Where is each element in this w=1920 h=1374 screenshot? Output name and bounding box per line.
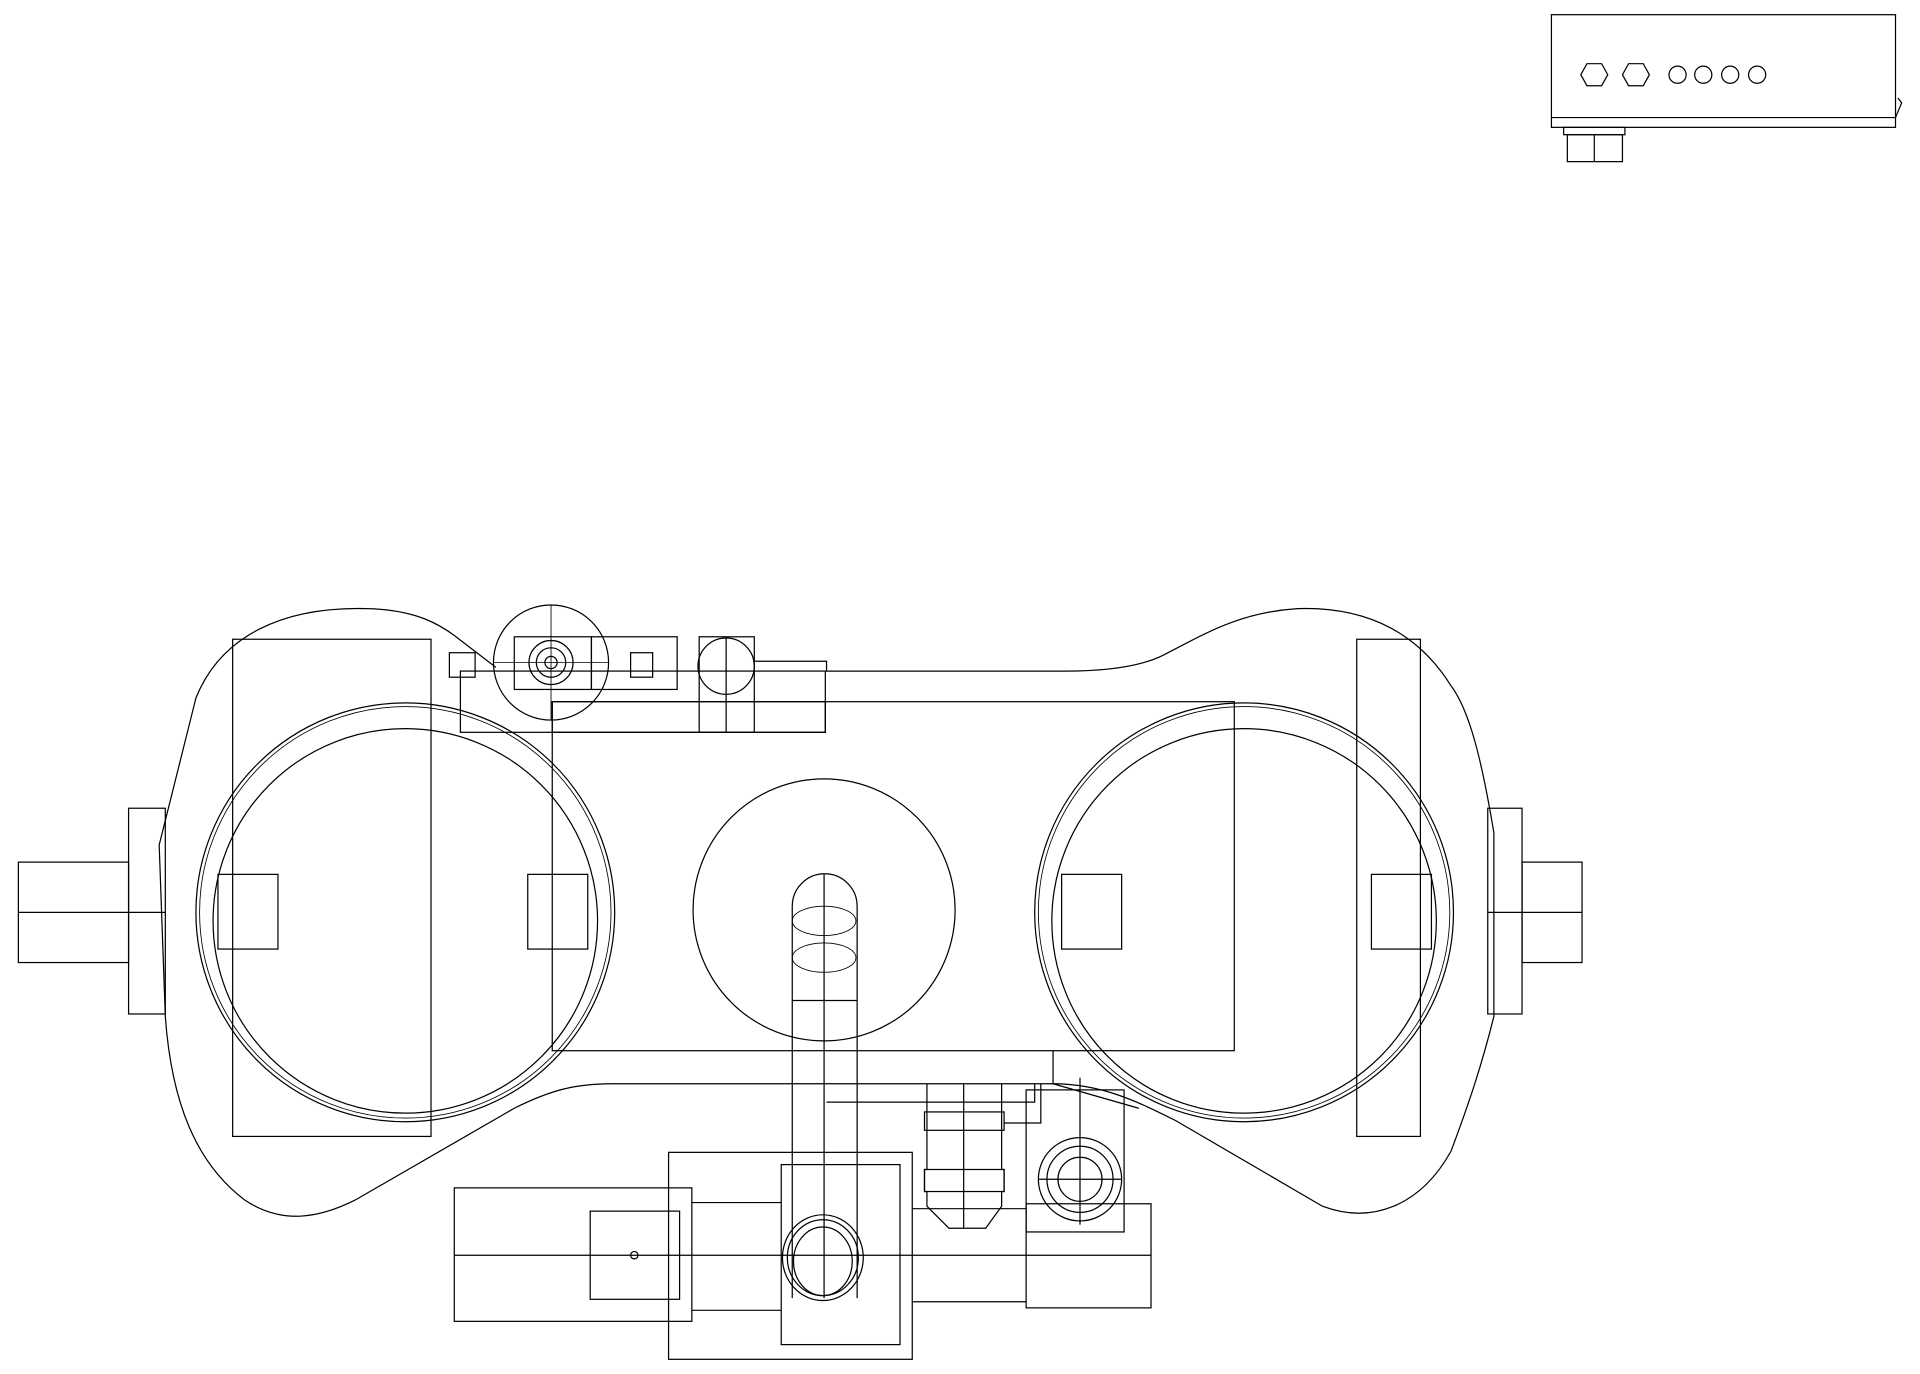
right-shaft-collar [1487,807,1523,1015]
hole-4 [1747,65,1767,84]
main-assembly [17,604,1583,1360]
right-block-2 [1370,873,1433,950]
right-fitting-block [1025,1203,1152,1309]
left-roller-mid [199,706,612,1119]
hole-3 [1721,65,1740,84]
top-link [448,652,476,678]
right-roller-inner [1051,728,1437,1114]
top-bracket-inner [551,701,826,733]
right-block-1 [1061,873,1123,950]
bottom-port-outer [781,1214,864,1302]
left-roller-outer [195,702,616,1123]
left-block-1 [217,873,279,950]
right-roller-outer [1034,702,1455,1123]
right-fitting-top [1025,1089,1125,1233]
left-shaft-collar [127,807,166,1015]
center-slot [791,873,858,1299]
box-body [1550,14,1897,128]
pipe-bracket [826,1083,1042,1124]
hole-2 [1694,65,1713,84]
top-small-block [630,652,654,678]
top-pulley-box [513,636,593,691]
box-latch [1894,97,1903,118]
right-roller-mid [1037,706,1451,1119]
center-frame [551,701,1235,1052]
left-block-2 [527,873,589,950]
right-plate [1356,638,1422,1138]
top-pulley-hub [528,639,574,686]
left-plate [232,638,432,1138]
side-view-box [1550,14,1903,163]
body-outline [158,607,1495,1217]
box-foot [1563,126,1626,136]
hex-gland-2 [1621,63,1651,87]
bottom-port-inner [792,1226,853,1297]
bottom-housing-inner [780,1163,901,1346]
slot-ellipse-1 [791,905,857,937]
bottom-port-mid [786,1219,859,1297]
top-arm [590,636,678,691]
hex-gland-1 [1580,63,1609,87]
top-pulley-hub-inner [535,647,567,678]
left-roller-inner [212,728,599,1114]
bottom-housing [667,1151,913,1360]
hole-1 [1668,65,1687,84]
top-pulley-pin [544,655,558,670]
body-notch [1052,1050,1139,1109]
slot-ellipse-2 [791,942,857,973]
